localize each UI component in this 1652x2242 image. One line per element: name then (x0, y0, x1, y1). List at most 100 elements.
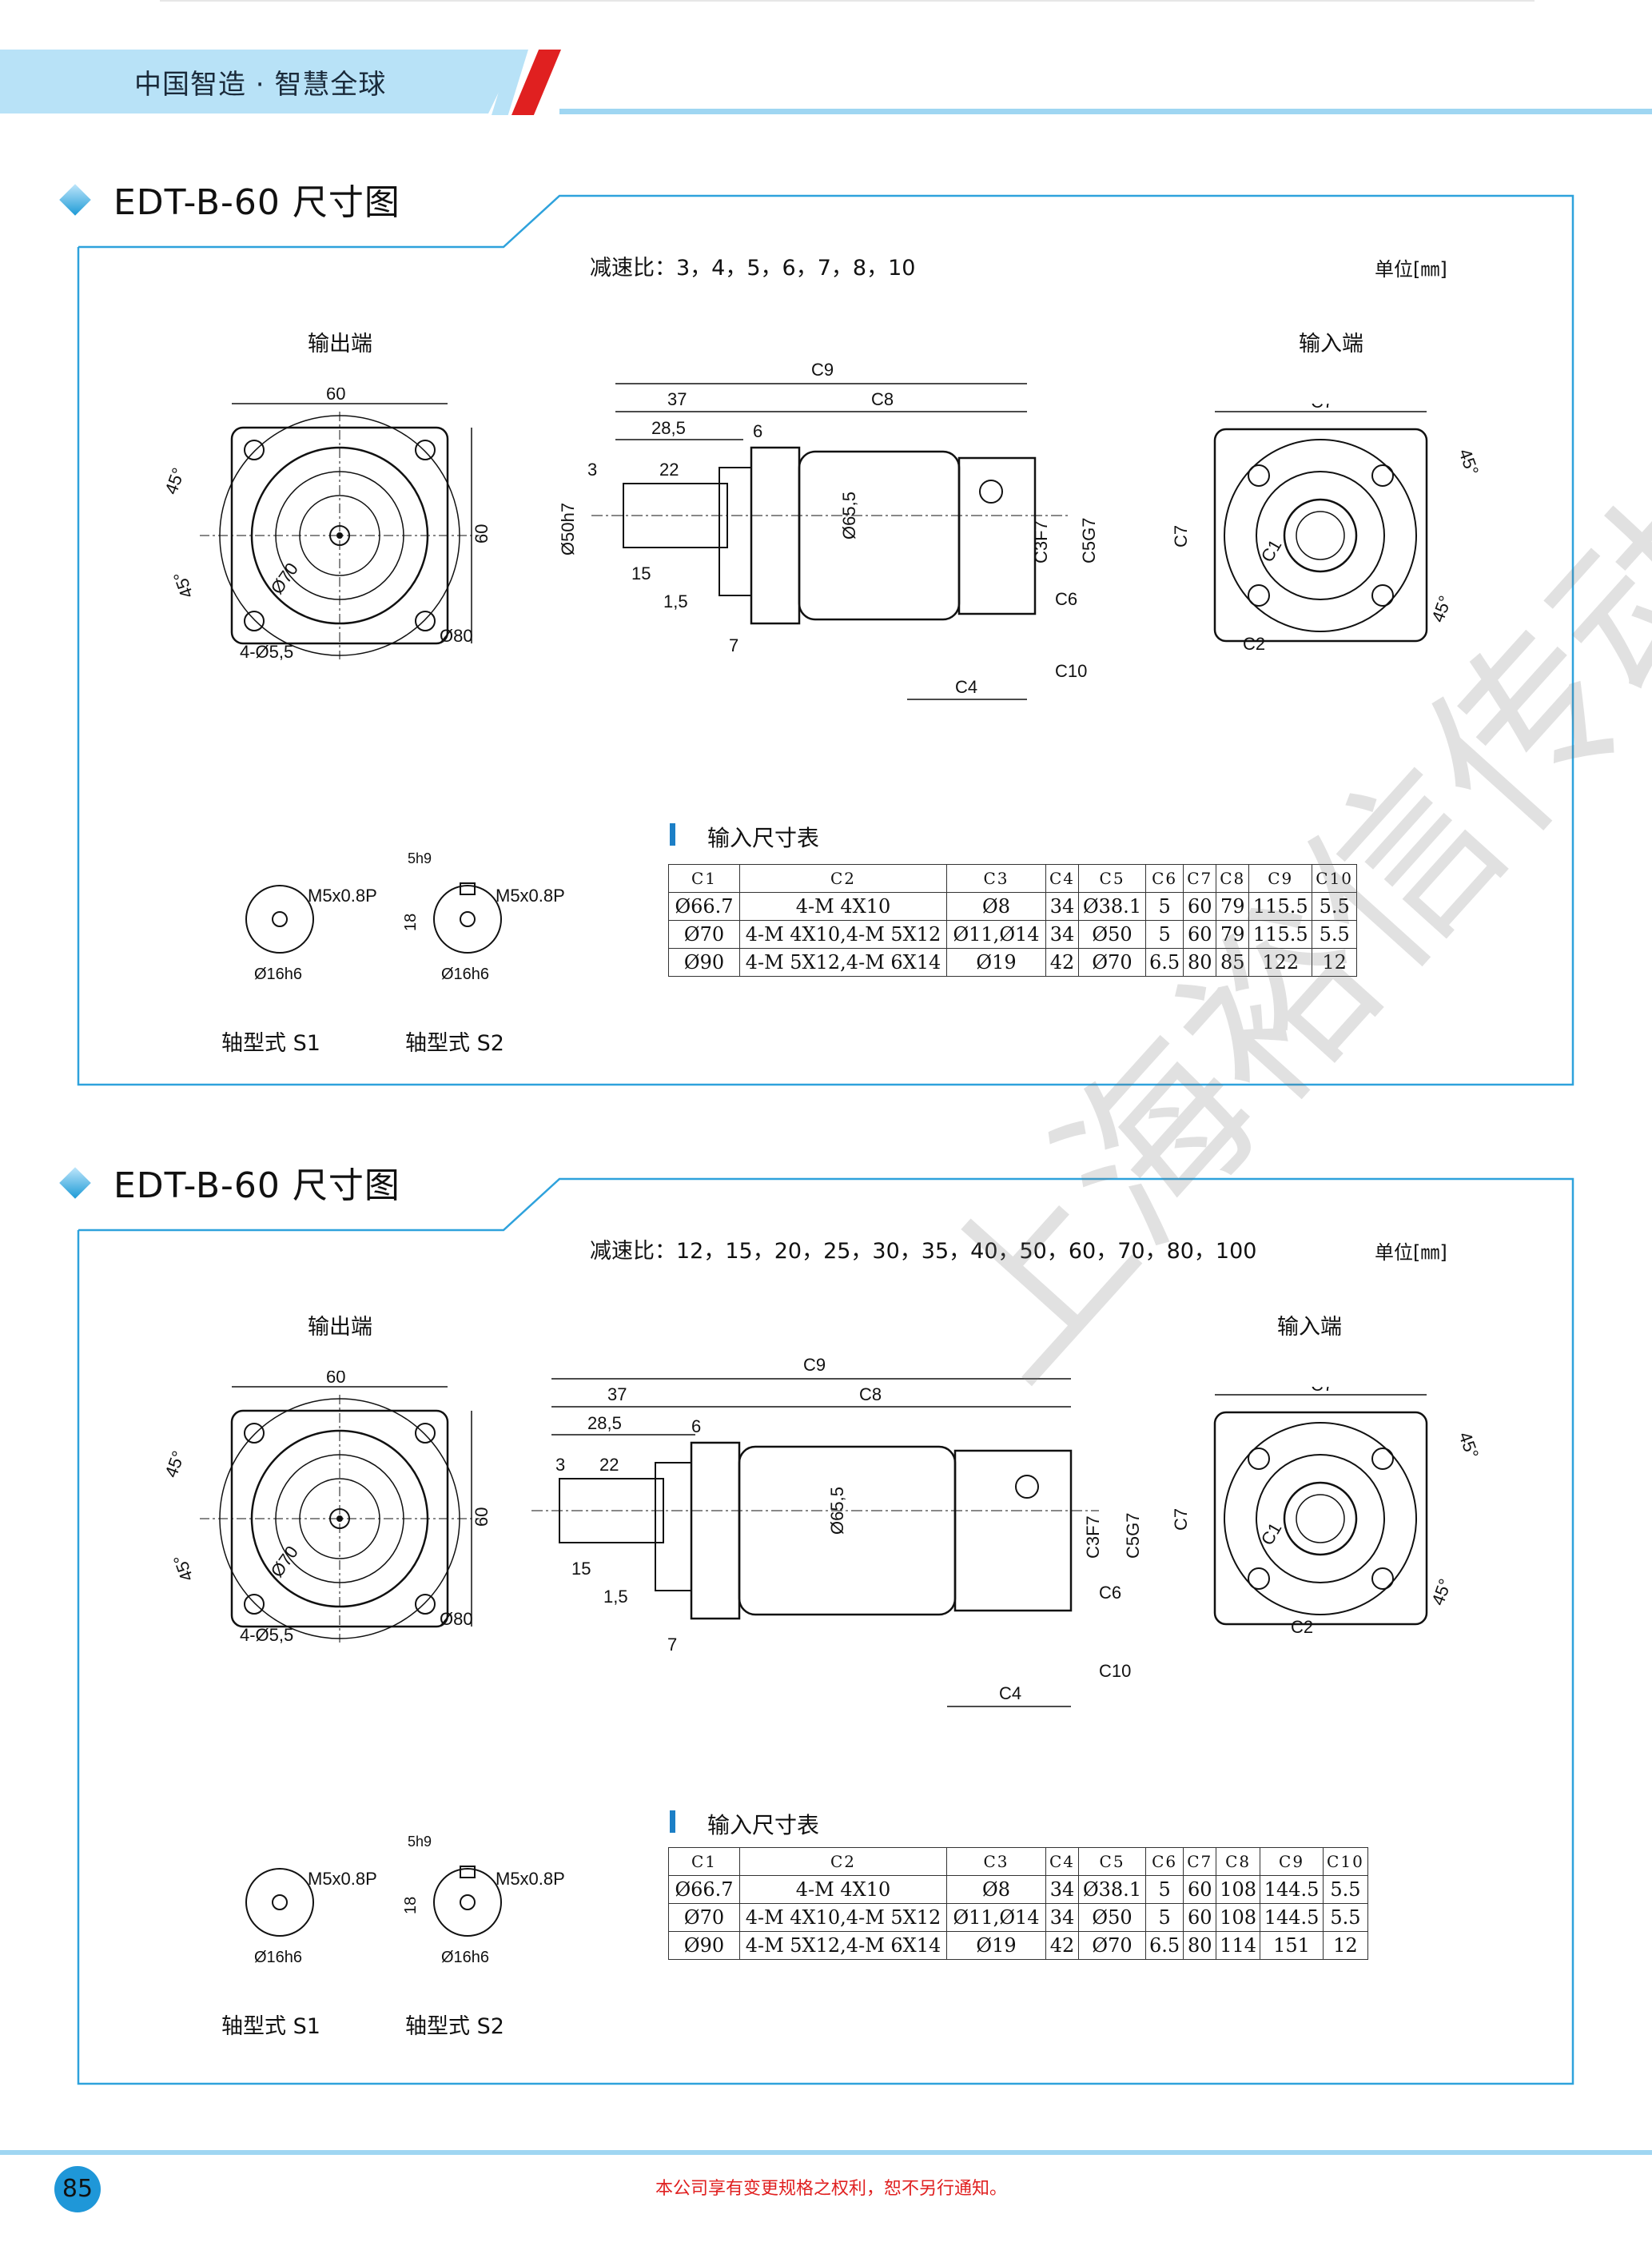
cell: 4-M 4X10,4-M 5X12 (739, 1903, 947, 1932)
dim-c8: C8 (859, 1384, 882, 1404)
header-rule (559, 109, 1652, 114)
cell: 85 (1216, 948, 1250, 977)
cell: Ø50 (1078, 1903, 1147, 1932)
th-c5: C5 (1078, 864, 1147, 893)
dim-c3: C3F7 (1031, 520, 1051, 563)
cell: Ø70 (1078, 948, 1147, 977)
angle-45-bottom: 45° (169, 1552, 197, 1584)
cell: Ø70 (668, 920, 740, 949)
output-end-label: 输出端 (308, 1315, 372, 1340)
section-1: EDT-B-60 尺寸图 减速比：3，4，5，6，7，8，10 单位[㎜] 输出… (0, 164, 1652, 1091)
input-dimension-table: C1 C2 C3 C4 C5 C6 C7 C8 C9 C10 Ø66.7 4-M… (668, 1847, 1368, 1960)
s2-dia-label: Ø16h6 (441, 1949, 489, 1966)
cell: 151 (1260, 1931, 1324, 1960)
table-header-row: C1 C2 C3 C4 C5 C6 C7 C8 C9 C10 (668, 1847, 1368, 1876)
cell: Ø8 (946, 892, 1046, 921)
th-c3: C3 (946, 864, 1046, 893)
dim-60-top: 60 (326, 1371, 345, 1387)
page-number: 85 (54, 2166, 101, 2212)
angle-45-top: 45° (161, 465, 189, 497)
cell: 42 (1045, 1931, 1080, 1960)
cell: 79 (1216, 920, 1250, 949)
dim-37: 37 (607, 1384, 627, 1404)
dim-28-5: 28,5 (587, 1413, 622, 1433)
table-row: Ø90 4-M 5X12,4-M 6X14 Ø19 42 Ø70 6.5 80 … (668, 948, 1358, 977)
cell: 144.5 (1260, 1903, 1324, 1932)
cell: 5.5 (1323, 1875, 1368, 1904)
angle-45-right-top: 45° (1455, 1429, 1483, 1461)
cell: Ø90 (668, 948, 740, 977)
cell: 42 (1045, 948, 1080, 977)
th-c4: C4 (1045, 1847, 1080, 1876)
table-title-marker (670, 1810, 675, 1833)
th-c2: C2 (739, 1847, 947, 1876)
section-frame (77, 1177, 1574, 2085)
cell: 5 (1145, 892, 1184, 921)
s2-key-label: 5h9 (408, 850, 432, 866)
s2-height-label: 18 (402, 1897, 420, 1914)
cell: 12 (1312, 948, 1358, 977)
dim-60-right: 60 (472, 524, 492, 544)
dim-c5: C5G7 (1123, 1513, 1143, 1559)
cell: 6.5 (1145, 1931, 1184, 1960)
input-end-drawing: C7 C7 C1 C2 45° 45° (1171, 1387, 1483, 1637)
cell: Ø70 (668, 1903, 740, 1932)
table-row: Ø70 4-M 4X10,4-M 5X12 Ø11,Ø14 34 Ø50 5 6… (668, 1903, 1368, 1932)
cell: 108 (1216, 1875, 1261, 1904)
th-c6: C6 (1145, 1847, 1184, 1876)
dim-c5: C5G7 (1079, 518, 1099, 563)
dim-c6: C6 (1055, 589, 1077, 609)
input-end-drawing: C7 C7 C1 C2 45° 45° (1171, 404, 1483, 654)
table-header-row: C1 C2 C3 C4 C5 C6 C7 C8 C9 C10 (668, 864, 1358, 893)
dim-dia65-5: Ø65,5 (839, 492, 859, 540)
cell: 122 (1248, 948, 1313, 977)
dim-22: 22 (599, 1455, 619, 1475)
cell: Ø8 (946, 1875, 1046, 1904)
s2-key-label: 5h9 (408, 1834, 432, 1850)
dim-c2: C2 (1243, 634, 1265, 654)
dim-c10: C10 (1055, 661, 1087, 681)
dim-60-top: 60 (326, 388, 345, 404)
th-c1: C1 (668, 864, 740, 893)
s2-thread-label: M5x0.8P (496, 1869, 565, 1889)
dim-60-right: 60 (472, 1507, 492, 1527)
section-frame (77, 194, 1574, 1086)
dim-28-5: 28,5 (651, 418, 686, 438)
dim-7: 7 (729, 635, 738, 655)
dim-c9: C9 (803, 1355, 826, 1375)
th-c10: C10 (1323, 1847, 1368, 1876)
section-2: EDT-B-60 尺寸图 减速比：12，15，20，25，30，35，40，50… (0, 1147, 1652, 2090)
table-row: Ø90 4-M 5X12,4-M 6X14 Ø19 42 Ø70 6.5 80 … (668, 1931, 1368, 1960)
s2-dia-label: Ø16h6 (441, 966, 489, 983)
dim-22: 22 (659, 460, 679, 480)
cell: 144.5 (1260, 1875, 1324, 1904)
cell: 5 (1145, 1903, 1184, 1932)
th-c1: C1 (668, 1847, 740, 1876)
section-title: EDT-B-60 尺寸图 (113, 182, 400, 223)
dim-c9: C9 (811, 360, 834, 380)
th-c9: C9 (1248, 864, 1313, 893)
angle-45-bottom: 45° (169, 569, 197, 601)
cell: 5.5 (1312, 892, 1358, 921)
th-c3: C3 (946, 1847, 1046, 1876)
dim-6: 6 (753, 421, 762, 441)
s1-thread-label: M5x0.8P (308, 1869, 377, 1889)
unit-text: 单位[㎜] (1375, 1241, 1447, 1264)
dim-dia50: Ø50h7 (559, 503, 578, 556)
dim-dia80: Ø80 (440, 626, 473, 646)
angle-45-right-bottom: 45° (1427, 1576, 1455, 1608)
cell: 4-M 4X10 (739, 1875, 947, 1904)
th-c5: C5 (1078, 1847, 1147, 1876)
th-c7: C7 (1183, 864, 1217, 893)
side-view-drawing: C9 37 C8 28,5 6 3 22 Ø50h7 Ø65,5 15 1,5 … (523, 1355, 1143, 1707)
dim-c7-left: C7 (1171, 1508, 1191, 1531)
dim-3: 3 (555, 1455, 565, 1475)
cell: 34 (1045, 1903, 1080, 1932)
dim-c3: C3F7 (1083, 1515, 1103, 1559)
dim-c7-top: C7 (1311, 404, 1333, 412)
output-end-drawing: 60 60 45° 45° Ø70 4-Ø5,5 Ø80 (161, 388, 492, 662)
dim-c7-left: C7 (1171, 525, 1191, 548)
cell: 80 (1183, 1931, 1217, 1960)
s2-thread-label: M5x0.8P (496, 886, 565, 906)
th-c6: C6 (1145, 864, 1184, 893)
